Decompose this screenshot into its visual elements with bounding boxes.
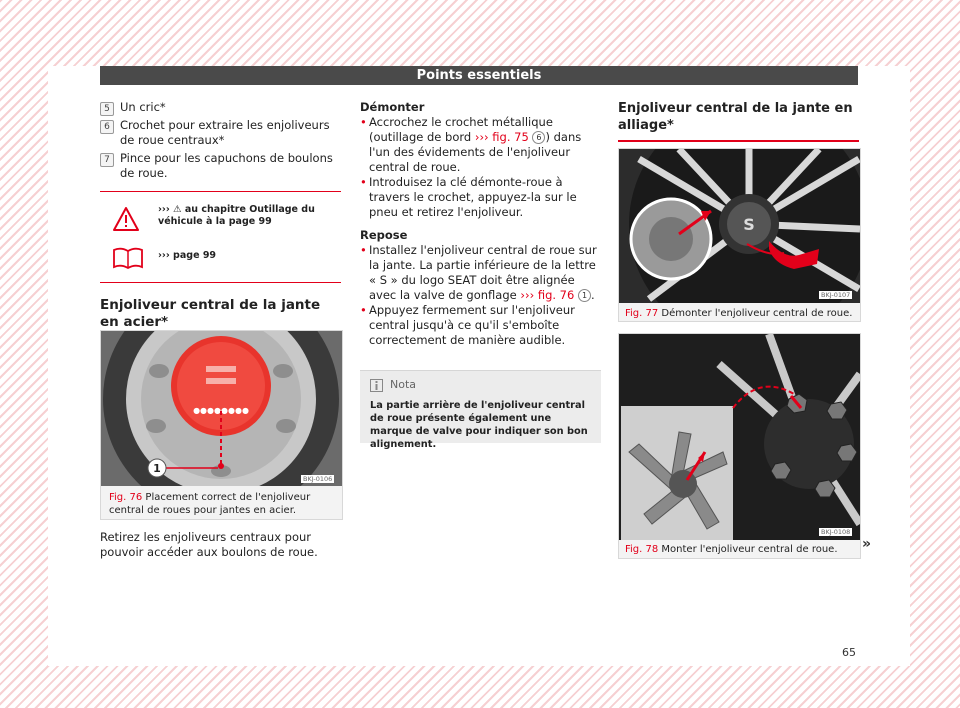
svg-text:●●●●●●●●: ●●●●●●●● bbox=[193, 406, 249, 415]
page-header: Points essentiels bbox=[100, 66, 858, 85]
section-title: Enjoliveur central de la jante en alliag… bbox=[618, 101, 853, 133]
item-number: 6 bbox=[532, 131, 546, 144]
page-reference[interactable]: ››› page 99 bbox=[158, 250, 217, 261]
figure-code: BKJ-0107 bbox=[819, 291, 853, 299]
note-title: Nota bbox=[390, 378, 417, 391]
caption-text: Placement correct de l'enjoliveur centra… bbox=[109, 492, 311, 516]
caption-text: Démonter l'enjoliveur central de roue. bbox=[661, 308, 853, 319]
intro-paragraph: Retirez les enjoliveurs centraux pour po… bbox=[100, 530, 318, 559]
alloy-wheel-fitting-illustration bbox=[619, 334, 860, 540]
warning-box: ››› ⚠ au chapitre Outillage du véhicule … bbox=[100, 191, 341, 283]
svg-text:S: S bbox=[743, 215, 755, 234]
column-right: Enjoliveur central de la jante en alliag… bbox=[618, 100, 859, 152]
warning-reference[interactable]: ››› ⚠ au chapitre Outillage du véhicule … bbox=[158, 204, 315, 227]
figure-label: Fig. 77 bbox=[625, 308, 659, 319]
bullet-text: ) dans l'un des évidements de l'enjolive… bbox=[369, 130, 582, 174]
figure-label: Fig. 76 bbox=[109, 492, 143, 503]
figure-caption: Fig. 76 Placement correct de l'enjoliveu… bbox=[109, 491, 337, 517]
figure-label: Fig. 78 bbox=[625, 544, 659, 555]
figure-link[interactable]: ››› fig. 75 bbox=[474, 130, 529, 144]
figure-78: BKJ-0108 Fig. 78 Monter l'enjoliveur cen… bbox=[618, 333, 861, 559]
continue-arrow: » bbox=[862, 536, 872, 552]
figure-caption: Fig. 78 Monter l'enjoliveur central de r… bbox=[625, 543, 857, 556]
bullet-text: . bbox=[590, 288, 595, 302]
figure-caption: Fig. 77 Démonter l'enjoliveur central de… bbox=[625, 307, 857, 320]
steel-wheel-illustration: ●●●●●●●● bbox=[101, 331, 342, 486]
column-middle: Démonter Accrochez le crochet métallique… bbox=[360, 100, 601, 348]
figure-77: S BKJ-0107 Fig. 77 Démonter l'enjoliveur… bbox=[618, 148, 861, 322]
info-icon bbox=[370, 379, 383, 392]
subheading-repose: Repose bbox=[360, 228, 408, 242]
note-text: La partie arrière de l'enjoliveur centra… bbox=[370, 400, 588, 450]
item-number: 5 bbox=[100, 102, 114, 116]
item-number: 7 bbox=[100, 153, 114, 167]
column-left: 5 Un cric* 6 Crochet pour extraire les e… bbox=[100, 100, 341, 283]
list-item: 5 Un cric* bbox=[100, 100, 341, 116]
bullet-text: Installez l'enjoliveur central de roue s… bbox=[369, 243, 597, 302]
book-icon bbox=[113, 247, 143, 270]
item-text: Crochet pour extraire les enjoliveurs de… bbox=[120, 118, 330, 147]
callout-number: 1 bbox=[153, 462, 161, 475]
bullet-text: Accrochez le crochet métallique (outilla… bbox=[369, 115, 553, 144]
item-text: Pince pour les capuchons de boulons de r… bbox=[120, 151, 333, 180]
list-item: Accrochez le crochet métallique (outilla… bbox=[360, 115, 601, 175]
list-item: 6 Crochet pour extraire les enjoliveurs … bbox=[100, 118, 341, 148]
note-box: Nota La partie arrière de l'enjoliveur c… bbox=[360, 370, 601, 450]
page-number: 65 bbox=[842, 646, 856, 659]
subheading-demonter: Démonter bbox=[360, 100, 425, 114]
section-title: Enjoliveur central de la jante en acier* bbox=[100, 297, 321, 330]
warning-triangle-icon bbox=[113, 207, 139, 231]
item-number: 1 bbox=[577, 289, 591, 302]
section-underline bbox=[618, 140, 859, 142]
figure-code: BKJ-0106 bbox=[301, 475, 335, 483]
alloy-wheel-removal-illustration: S bbox=[619, 149, 860, 303]
figure-link[interactable]: ››› fig. 76 bbox=[520, 288, 575, 302]
caption-text: Monter l'enjoliveur central de roue. bbox=[661, 544, 838, 555]
list-item: Appuyez fermement sur l'enjoliveur centr… bbox=[360, 303, 601, 348]
item-number: 6 bbox=[100, 120, 114, 134]
list-item: Introduisez la clé démonte-roue à traver… bbox=[360, 175, 601, 220]
list-item: 7 Pince pour les capuchons de boulons de… bbox=[100, 151, 341, 181]
figure-76: ●●●●●●●● 1 BKJ-0106 Fig. 76 Placement co… bbox=[100, 330, 343, 520]
item-text: Un cric* bbox=[120, 100, 166, 114]
list-item: Installez l'enjoliveur central de roue s… bbox=[360, 243, 601, 303]
figure-code: BKJ-0108 bbox=[819, 528, 853, 536]
